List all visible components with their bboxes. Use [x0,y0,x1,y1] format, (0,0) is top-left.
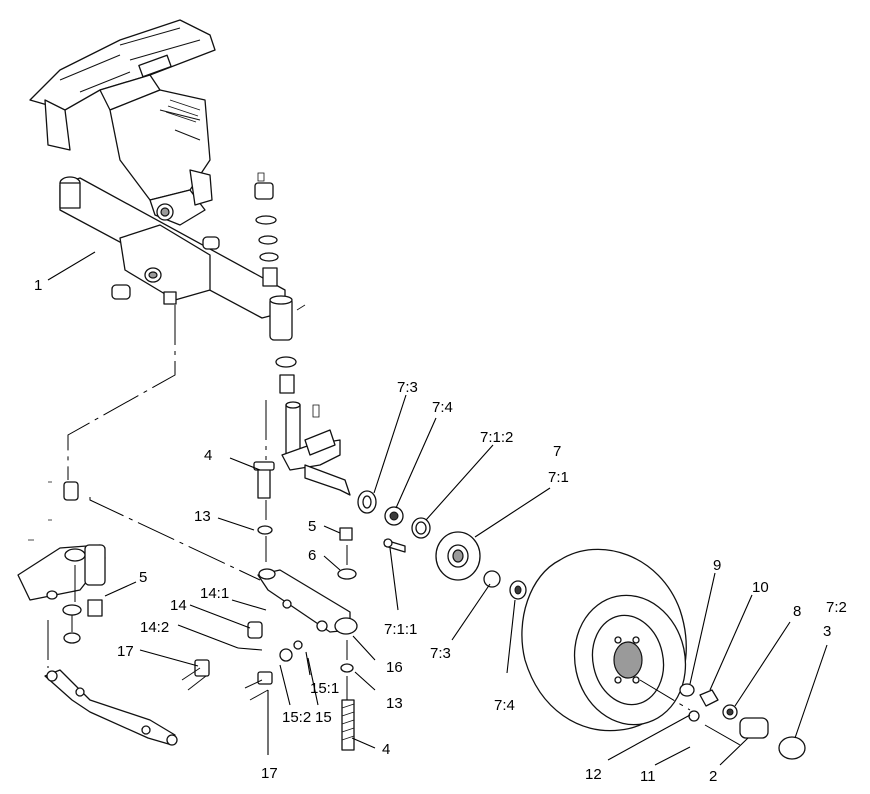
front-axle-beam [59,176,286,319]
callout-15: 15 [315,709,332,726]
callout-5-right: 5 [308,518,316,535]
callout-7: 7 [553,443,561,460]
callout-14-1: 14:1 [200,585,229,602]
steering-bracket [17,481,106,644]
drag-link-parts [181,461,358,751]
callout-14-2: 14:2 [140,619,169,636]
callout-15-1: 15:1 [310,680,339,697]
center-lines [47,305,741,746]
callout-15-2: 15:2 [282,709,311,726]
outer-hub-parts [679,683,806,760]
callout-16: 16 [386,659,403,676]
callout-11: 11 [640,768,656,785]
callout-13-top: 13 [194,508,211,525]
callout-7-4-top: 7:4 [432,399,453,416]
callout-14: 14 [170,597,187,614]
callout-4-bottom: 4 [382,741,390,758]
frame [29,19,216,226]
spindle [281,401,351,496]
callout-17-bottom: 17 [261,765,278,782]
callout-6: 6 [308,547,316,564]
callout-7-4-bottom: 7:4 [494,697,515,714]
callout-10: 10 [752,579,769,596]
callout-4-top: 4 [204,447,212,464]
callout-7-3-top: 7:3 [397,379,418,396]
callout-7-1-2: 7:1:2 [480,429,513,446]
callout-5-left: 5 [139,569,147,586]
callout-7-3-bottom: 7:3 [430,645,451,662]
callout-7-2: 7:2 [826,599,847,616]
tire-wheel [521,548,687,732]
callout-3: 3 [823,623,831,640]
callout-9: 9 [713,557,721,574]
callout-8: 8 [793,603,801,620]
callout-17-left: 17 [117,643,134,660]
callout-7-1-1: 7:1:1 [384,621,417,638]
leader-lines [47,251,828,766]
hub-parts [357,490,527,600]
callout-1: 1 [34,277,42,294]
callout-labels: 1 2 3 4 4 5 5 6 7 7:1 7:1:1 7:1:2 7:2 7:… [34,277,847,785]
tie-rod [44,669,178,746]
callout-7-1: 7:1 [548,469,569,486]
callout-2: 2 [709,768,717,785]
kingpin-parts-upper [254,172,306,394]
callout-12: 12 [585,766,602,783]
callout-13-bottom: 13 [386,695,403,712]
